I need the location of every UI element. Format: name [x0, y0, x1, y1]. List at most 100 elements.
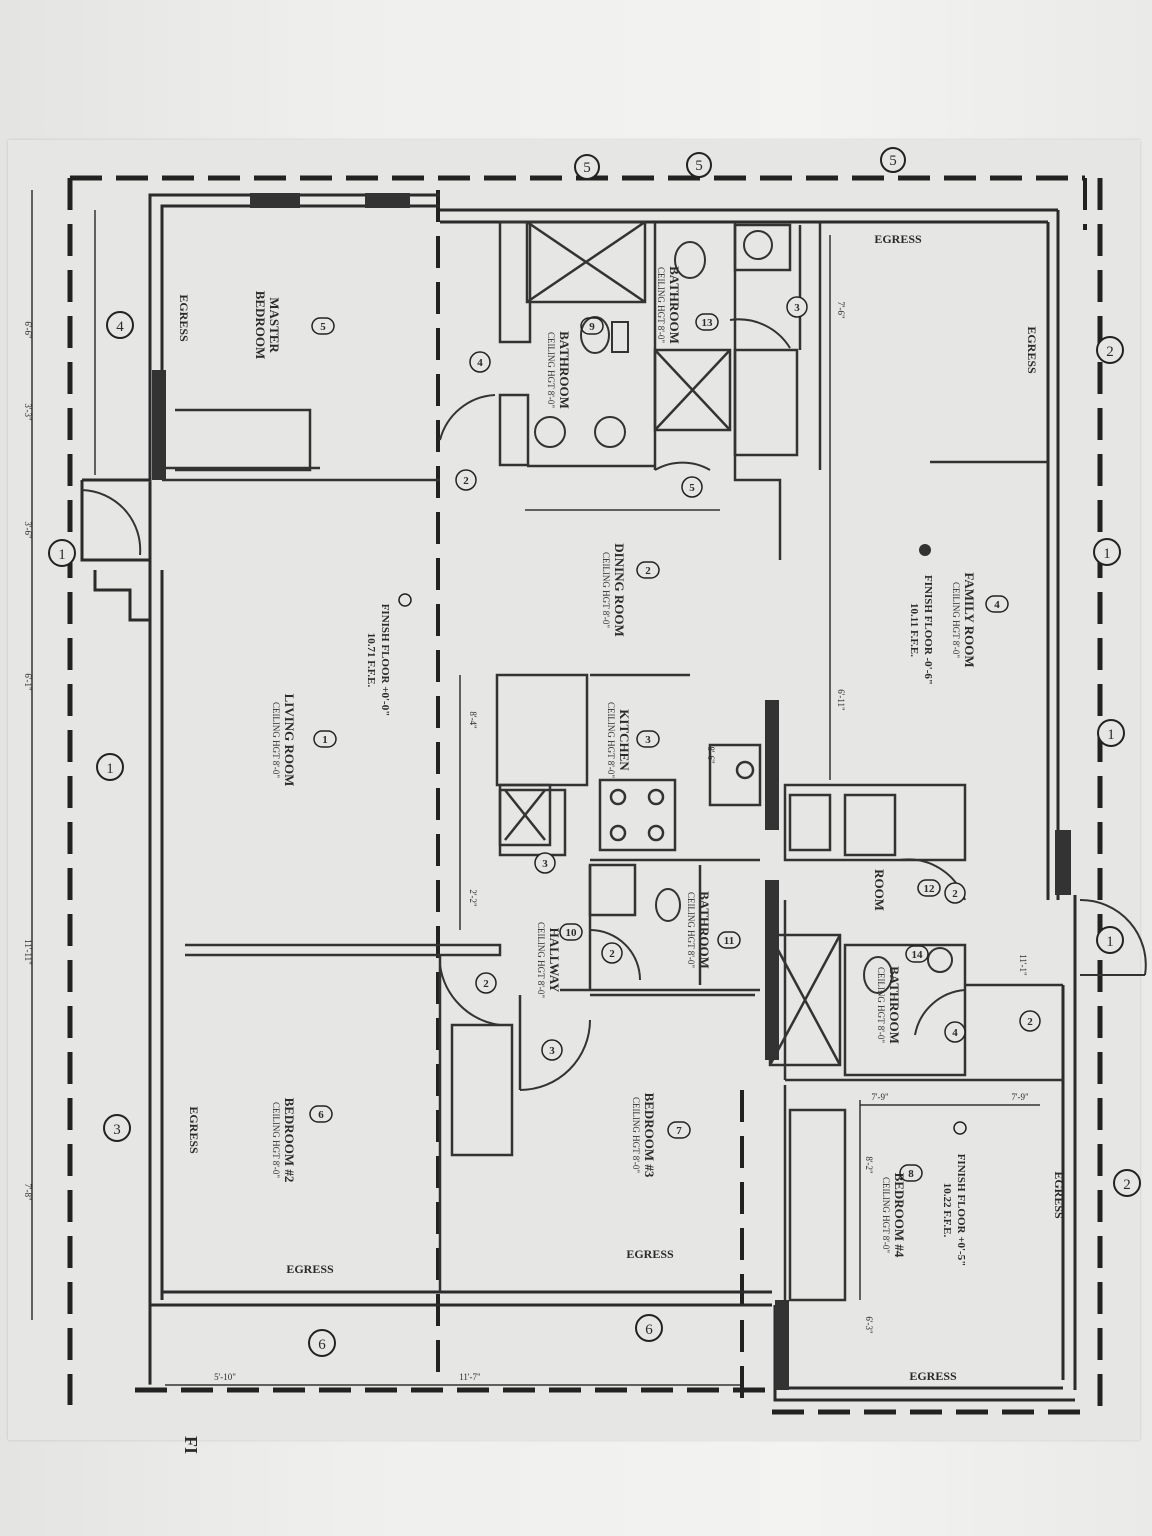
vanity: [733, 223, 792, 272]
room-tag-label: 5: [320, 321, 326, 333]
grid-marker-right-5: 2: [1113, 1169, 1141, 1197]
burner: [647, 824, 665, 842]
room-ceiling: CEILING HGT 8'-0": [271, 702, 281, 778]
door-tag-label: 4: [477, 357, 483, 369]
room-tag-label: 12: [924, 883, 936, 895]
wall-fill: [765, 880, 779, 1060]
room-tag-label: 13: [702, 317, 714, 329]
door-tag: 2: [601, 942, 623, 964]
egress-label: EGRESS: [1052, 1171, 1066, 1219]
burner: [609, 824, 627, 842]
room-ceiling: CEILING HGT 8'-0": [536, 922, 546, 998]
door-entry: [81, 489, 142, 556]
door-tag-label: 2: [952, 888, 958, 900]
toilet-tank: [611, 321, 629, 353]
door-tag-label: 2: [1027, 1016, 1033, 1028]
door: [519, 1019, 591, 1091]
door-tag-label: 3: [794, 302, 800, 314]
grid-marker-right-2: 1: [1093, 538, 1121, 566]
room-ceiling: CEILING HGT 8'-0": [271, 1102, 281, 1178]
wall-fill: [775, 1300, 789, 1390]
finish-floor-family: FINISH FLOOR -0'-6" 10.11 F.F.E.: [908, 575, 934, 685]
egress-text: EGRESS: [187, 1106, 201, 1154]
finish-floor-label: FINISH FLOOR +0'-0": [379, 604, 391, 717]
dimension-text: 6'-11": [836, 689, 846, 711]
closet: [733, 348, 799, 457]
grid-marker-label: 1: [1106, 934, 1114, 950]
toilet: [674, 241, 706, 279]
egress-text: EGRESS: [286, 1262, 334, 1276]
finish-floor-elev: 10.11 F.F.E.: [908, 603, 920, 657]
sink: [927, 947, 953, 973]
wall-fill: [250, 193, 300, 208]
elevation-marker: [953, 1121, 967, 1135]
egress-text: EGRESS: [909, 1369, 957, 1383]
grid-marker-label: 3: [113, 1122, 121, 1138]
burner: [609, 788, 627, 806]
room-name: BATHROOM: [887, 966, 902, 1044]
room-tag-living: 1: [313, 730, 337, 748]
room-tag-dining: 2: [636, 561, 660, 579]
wall-bottom-right: [773, 1305, 1075, 1402]
dimension-text: 6'-1": [23, 673, 33, 691]
door-tag: 2: [944, 882, 966, 904]
dark-wall-sections: [152, 193, 1071, 1390]
dimension-text: 11'-7": [459, 1372, 481, 1382]
wall-fill: [1055, 830, 1071, 895]
label-bedroom-4: BEDROOM #4 CEILING HGT 8'-0": [881, 1173, 907, 1258]
grid-marker-label: 4: [116, 319, 124, 335]
room-ceiling: CEILING HGT 8'-0": [606, 702, 616, 778]
grid-marker-label: 6: [645, 1322, 653, 1338]
grid-marker-label: 1: [58, 547, 66, 563]
bedroom2-top: [185, 943, 502, 957]
dimension-text: 7'-9": [1011, 1092, 1029, 1102]
room-ceiling: CEILING HGT 8'-0": [631, 1097, 641, 1173]
room-tag-label: 9: [589, 321, 595, 333]
room-name: HALLWAY: [547, 928, 562, 993]
dimension-text: 5'-10": [214, 1372, 236, 1382]
egress-text: EGRESS: [626, 1247, 674, 1261]
door-tag: 2: [475, 972, 497, 994]
finish-floor-elev: 10.22 F.F.E.: [941, 1183, 953, 1238]
door-tag: 2: [455, 469, 477, 491]
grid-markers: 4 1 1 3 2 1 1 1 2 5 5 5 6 6: [48, 147, 1141, 1357]
door-tag: 3: [786, 296, 808, 318]
room-ceiling: CEILING HGT 8'-0": [881, 1177, 891, 1253]
door: [439, 394, 496, 441]
room-name: LIVING ROOM: [282, 694, 297, 787]
grid-marker-label: 2: [1123, 1177, 1131, 1193]
exterior-walls: [80, 193, 1077, 1402]
toilet: [655, 888, 681, 922]
shower2-x: [654, 349, 731, 431]
room-tag-bath-4: 14: [905, 945, 929, 963]
grid-marker-label: 5: [583, 160, 591, 176]
grid-marker-left-4: 3: [103, 1114, 131, 1142]
room-name: ROOM: [872, 869, 887, 911]
room-name: BEDROOM #2: [282, 1098, 297, 1183]
grid-marker-right-3: 1: [1097, 719, 1125, 747]
dryer: [843, 793, 897, 857]
dimension-text: 11'-11": [23, 939, 33, 965]
door-tag-label: 2: [463, 475, 469, 487]
room-ceiling: CEILING HGT 8'-0": [601, 552, 611, 628]
grid-lines: [67, 175, 1103, 1420]
grid-marker-right-1: 2: [1096, 336, 1124, 364]
door: [654, 461, 711, 471]
door-tag-label: 4: [952, 1027, 958, 1039]
shower: [525, 220, 647, 304]
hall-closet-x: [504, 789, 546, 841]
shower3: [768, 933, 842, 1067]
room-tag-bath-3: 11: [717, 931, 741, 949]
shower-x: [526, 220, 646, 304]
drawing-paper: [8, 140, 1140, 1440]
grid-marker-bottom-1: 6: [308, 1329, 336, 1357]
label-bathroom-master: BATHROOM CEILING HGT 8'-0": [546, 331, 572, 409]
door-tag: 5: [681, 476, 703, 498]
room-name: KITCHEN: [617, 709, 632, 771]
room-name: BEDROOM #4: [892, 1173, 907, 1258]
sink-bowl: [735, 760, 755, 780]
bath4: [843, 943, 967, 1077]
toilet: [863, 956, 893, 994]
door-swings: [81, 318, 1147, 1091]
